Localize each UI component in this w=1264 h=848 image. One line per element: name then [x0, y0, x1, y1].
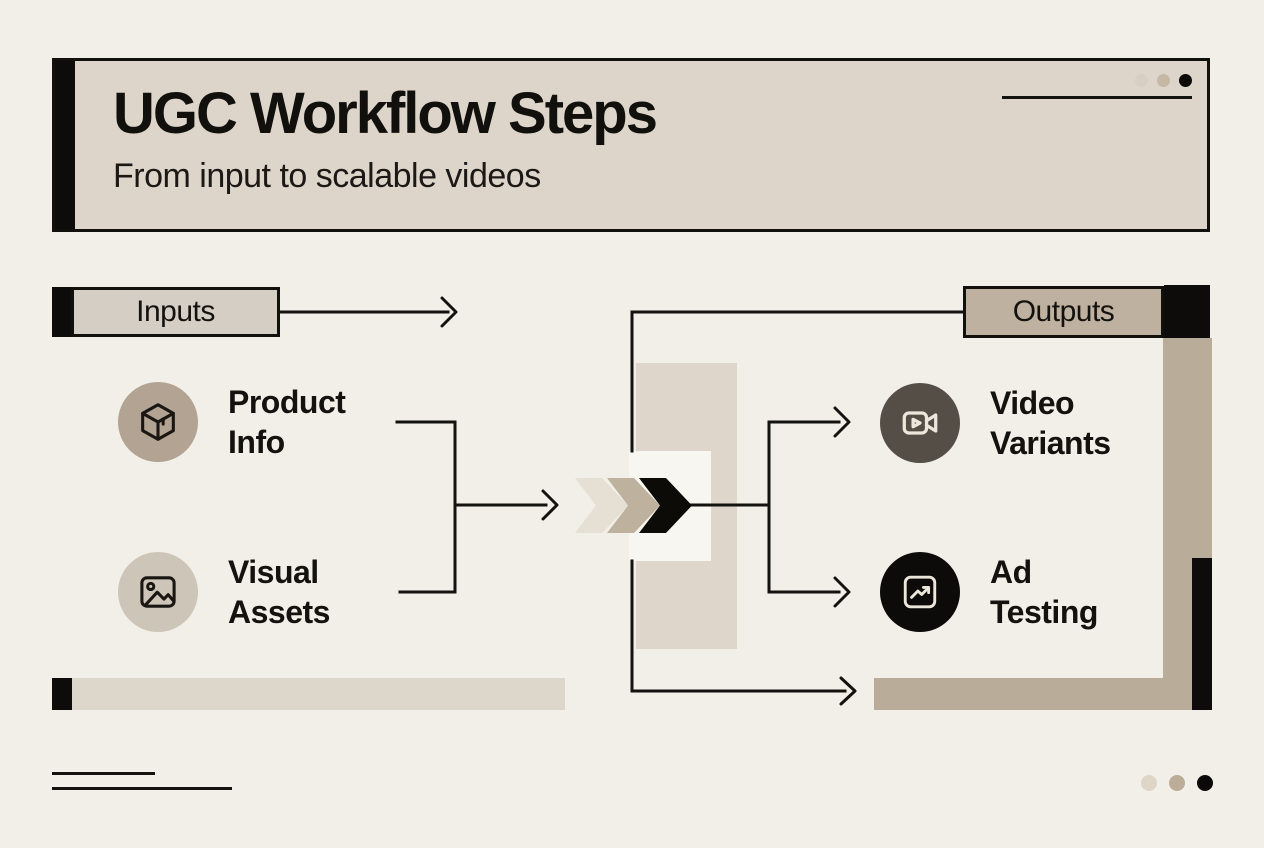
header-card: UGC Workflow Steps From input to scalabl…: [52, 58, 1210, 232]
visual-assets-circle: [118, 552, 198, 632]
video-variants-circle: [880, 383, 960, 463]
footer-rule: [52, 787, 232, 790]
bottom-left-beige-bar: [72, 678, 565, 710]
header-dot-icon: [1157, 74, 1170, 87]
inputs-label-box: Inputs: [71, 287, 280, 337]
product-info-circle: [118, 382, 198, 462]
right-black-bar: [1192, 558, 1212, 710]
arrowhead-icon: [541, 489, 559, 521]
outputs-label-box: Outputs: [963, 286, 1164, 338]
footer-dot-icon: [1141, 775, 1157, 791]
inputs-accent-square: [52, 287, 71, 337]
bottom-right-tan-bar: [874, 678, 1192, 710]
trend-up-icon: [903, 575, 937, 609]
header-dot-icon: [1135, 74, 1148, 87]
arrowhead-icon: [440, 296, 458, 328]
package-icon: [141, 403, 175, 441]
header-dot-icon: [1179, 74, 1192, 87]
outputs-accent-square: [1164, 285, 1210, 338]
footer-dot-icon: [1197, 775, 1213, 791]
image-icon: [140, 576, 176, 608]
chevron-plate: [629, 451, 711, 561]
input-item-label: Visual Assets: [228, 554, 330, 630]
inputs-bracket-line: [395, 420, 457, 594]
arrowhead-icon: [833, 576, 851, 608]
ad-testing-circle: [880, 552, 960, 632]
output-item-label: Video Variants: [990, 385, 1111, 461]
header-rule: [1002, 96, 1192, 99]
arrowhead-icon: [833, 406, 851, 438]
inputs-label: Inputs: [136, 295, 215, 328]
output-item-label: Ad Testing: [990, 554, 1098, 630]
bottom-left-accent-square: [52, 678, 72, 710]
video-camera-icon: [902, 411, 938, 435]
footer-dot-icon: [1169, 775, 1185, 791]
arrowhead-icon: [839, 676, 857, 706]
input-item-label: Product Info: [228, 384, 346, 460]
outputs-label: Outputs: [1012, 295, 1115, 328]
page-title: UGC Workflow Steps: [113, 81, 658, 146]
header-accent-bar: [55, 61, 75, 229]
footer-rule: [52, 772, 155, 775]
page-subtitle: From input to scalable videos: [113, 157, 541, 195]
